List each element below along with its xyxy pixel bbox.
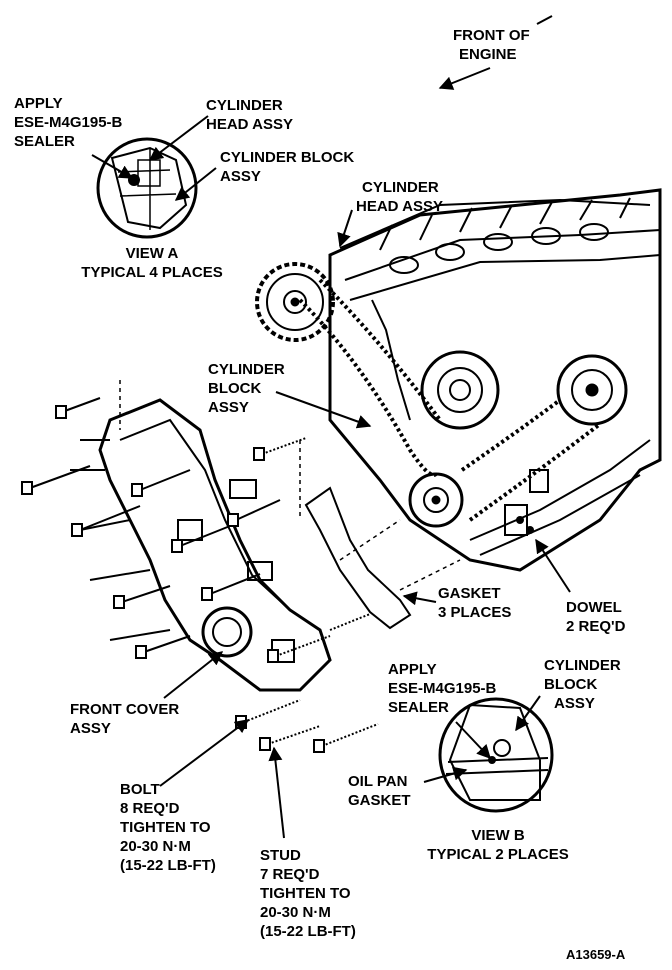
cylinder-head-assy-label: CYLINDER HEAD ASSY — [356, 179, 443, 215]
apply-sealer-a-label: APPLY ESE-M4G195-B SEALER — [14, 95, 123, 150]
cylinder-head-assy-a-label: CYLINDER HEAD ASSY — [206, 97, 293, 133]
front-of-engine-arrow — [438, 15, 553, 90]
gasket-strip — [304, 486, 412, 630]
left-cam-sprocket — [255, 262, 335, 342]
dowel-pins — [516, 516, 534, 534]
view-a-caption: VIEW A TYPICAL 4 PLACES — [81, 245, 223, 281]
front-cover-assy-label: FRONT COVER ASSY — [70, 701, 180, 737]
apply-sealer-b-label: APPLY ESE-M4G195-B SEALER — [388, 661, 497, 716]
oil-pan-gasket-label: OIL PAN GASKET — [348, 773, 411, 809]
gasket-label: GASKET 3 PLACES — [438, 585, 512, 621]
leader-arrows — [159, 209, 571, 839]
cylinder-block-assy-label: CYLINDER BLOCK ASSY — [208, 361, 285, 416]
view-a-detail — [91, 115, 217, 239]
stud-spec-label: STUD 7 REQ'D TIGHTEN TO 20-30 N·m (15-22… — [260, 847, 356, 940]
cylinder-block-assy-b-label: CYLINDER BLOCK ASSY — [544, 657, 621, 712]
cylinder-block-assy-a-label: CYLINDER BLOCK ASSY — [220, 149, 355, 185]
view-b-caption: VIEW B TYPICAL 2 PLACES — [427, 827, 569, 863]
front-cover — [70, 398, 332, 692]
alignment-lines — [119, 380, 461, 591]
front-of-engine-label: FRONT OF ENGINE — [453, 27, 530, 63]
dowel-label: DOWEL 2 REQ'D — [566, 599, 626, 635]
figure-id: A13659-A — [566, 947, 626, 962]
engine-block — [298, 188, 662, 572]
view-b-detail — [423, 695, 554, 813]
bolts-and-studs — [21, 397, 379, 753]
bolt-spec-label: BOLT 8 REQ'D TIGHTEN TO 20-30 N·m (15-22… — [120, 781, 216, 874]
